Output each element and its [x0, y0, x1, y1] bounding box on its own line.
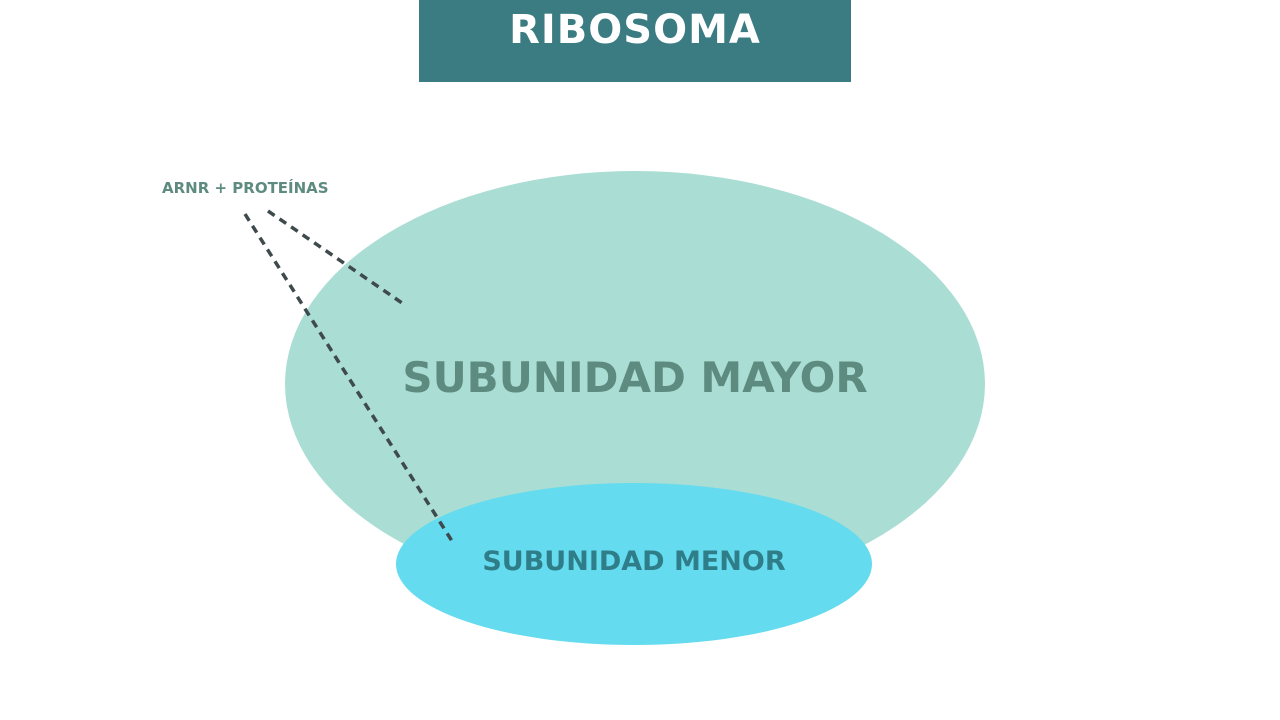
- connector-to-small-subunit: [243, 213, 454, 542]
- large-subunit-shape: [285, 171, 985, 597]
- title-banner: RIBOSOMA: [419, 0, 851, 82]
- small-subunit-label: SUBUNIDAD MENOR: [482, 546, 785, 577]
- page-title: RIBOSOMA: [509, 7, 761, 53]
- annotation-label: ARNR + PROTEÍNAS: [162, 178, 329, 197]
- small-subunit-shape: [396, 483, 872, 645]
- large-subunit-label: SUBUNIDAD MAYOR: [402, 353, 867, 402]
